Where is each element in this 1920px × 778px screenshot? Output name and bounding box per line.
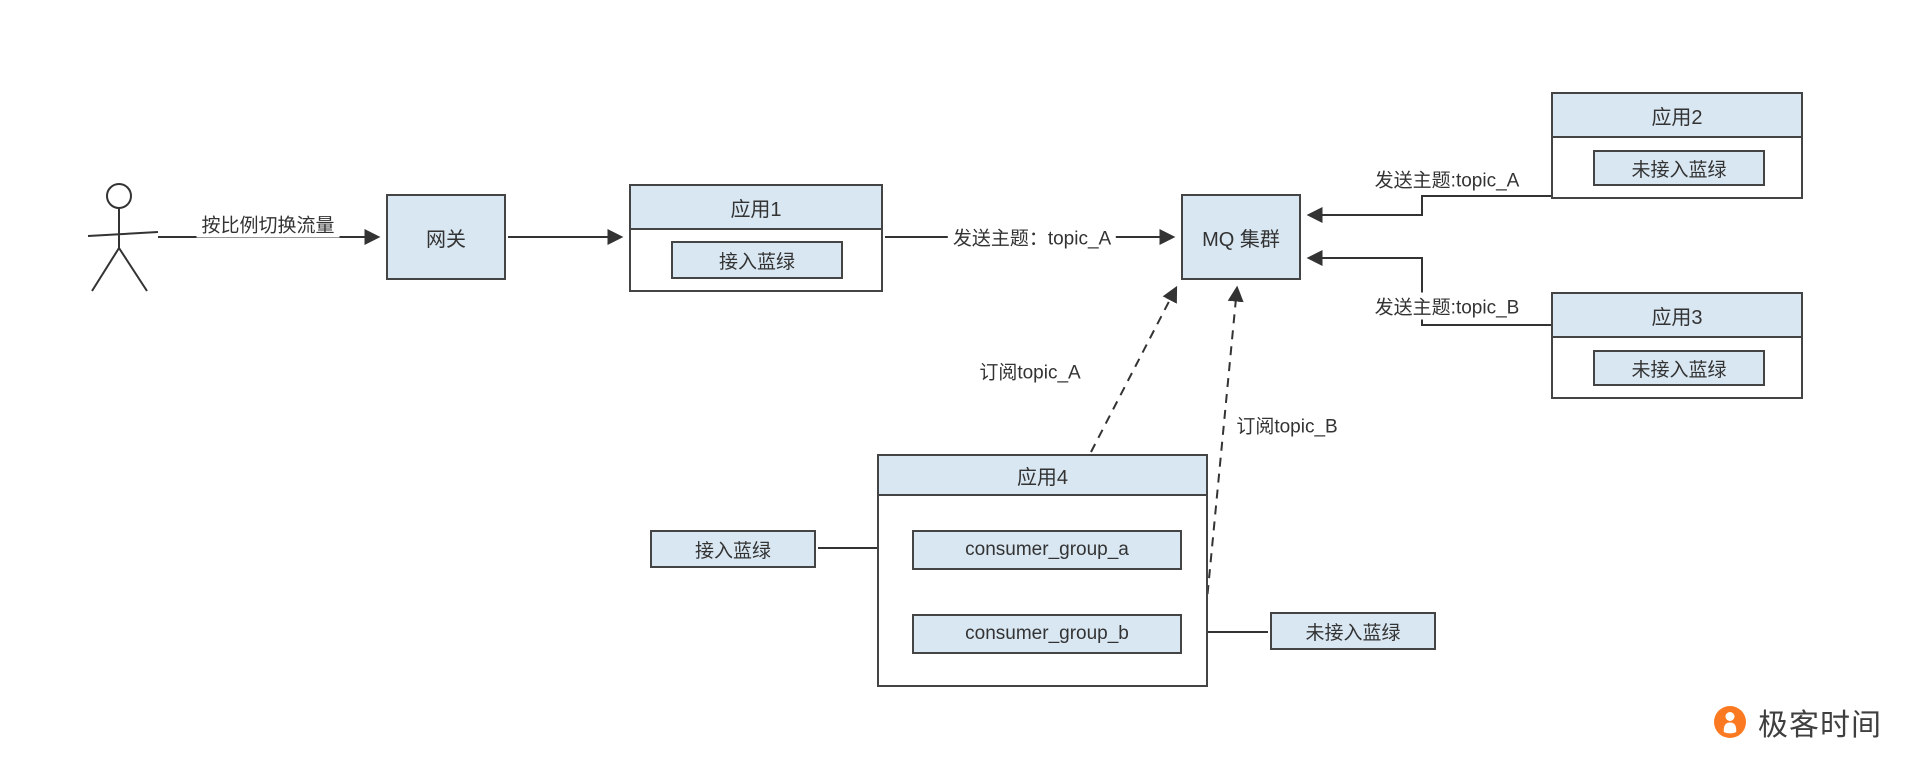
mq-cluster-node: MQ 集群	[1181, 194, 1301, 280]
app3-title: 应用3	[1553, 294, 1801, 338]
app1-node: 应用1 接入蓝绿	[629, 184, 883, 292]
edge-subscribe-topic-b	[1205, 285, 1244, 611]
edge-label-send-topic-a-app1: 发送主题：topic_A	[947, 223, 1117, 251]
app4-node: 应用4 consumer_group_a consumer_group_b	[877, 454, 1208, 687]
geektime-logo: 极客时间	[1712, 700, 1882, 744]
gateway-node: 网关	[386, 194, 506, 280]
geektime-icon	[1714, 706, 1746, 738]
gateway-label: 网关	[426, 228, 466, 251]
edge-app2-to-mq	[1306, 195, 1551, 223]
edge-subscribe-topic-a	[1090, 285, 1178, 453]
edge-label-subscribe-topic-a: 订阅topic_A	[974, 357, 1086, 385]
consumer-group-a-box: consumer_group_a	[912, 530, 1182, 570]
actor-head	[106, 183, 132, 209]
user-actor-figure	[87, 183, 159, 292]
app4-title: 应用4	[879, 456, 1206, 496]
geektime-logo-text: 极客时间	[1758, 709, 1882, 742]
app1-title: 应用1	[631, 186, 881, 230]
bluegreen-not-onboarded-box: 未接入蓝绿	[1270, 612, 1436, 650]
edge-label-send-topic-a-app2: 发送主题:topic_A	[1369, 165, 1525, 193]
bluegreen-onboarded-box: 接入蓝绿	[650, 530, 816, 568]
edge-label-subscribe-topic-b: 订阅topic_B	[1231, 411, 1343, 439]
app2-title: 应用2	[1553, 94, 1801, 138]
edge-label-send-topic-b-app3: 发送主题:topic_B	[1369, 292, 1525, 320]
actor-body	[87, 208, 159, 292]
app3-nonbluegreen-chip: 未接入蓝绿	[1593, 350, 1765, 386]
app2-node: 应用2 未接入蓝绿	[1551, 92, 1803, 199]
mq-cluster-label: MQ 集群	[1202, 228, 1280, 251]
edge-label-traffic-split: 按比例切换流量	[196, 210, 340, 238]
consumer-group-b-box: consumer_group_b	[912, 614, 1182, 654]
app1-bluegreen-chip: 接入蓝绿	[671, 241, 843, 279]
app2-nonbluegreen-chip: 未接入蓝绿	[1593, 150, 1765, 186]
edge-app3-to-mq	[1306, 250, 1551, 326]
app3-node: 应用3 未接入蓝绿	[1551, 292, 1803, 399]
